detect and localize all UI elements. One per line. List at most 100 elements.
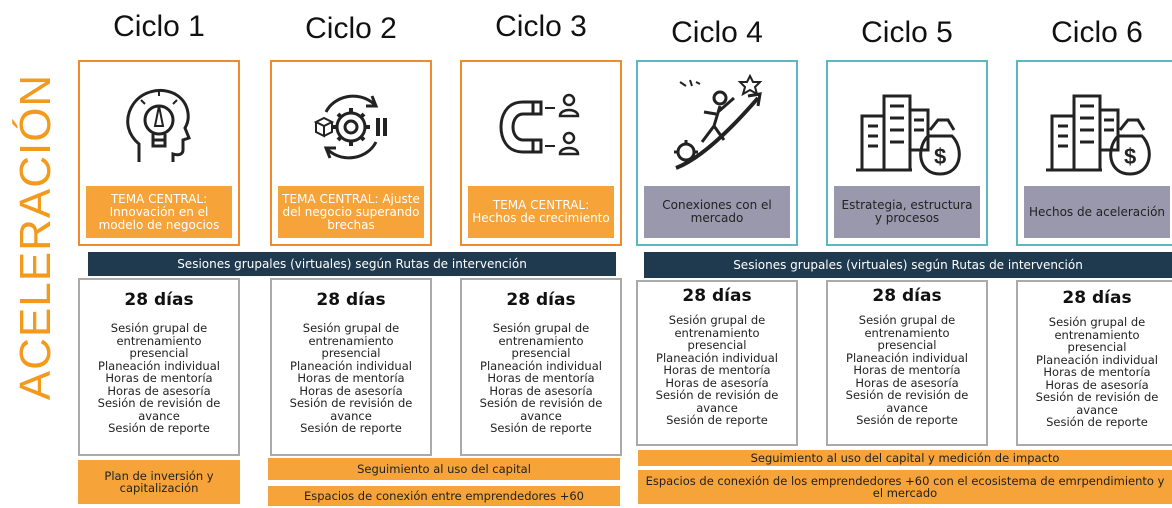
session-line: Sesión de revisión de	[845, 388, 969, 402]
cycle-5-theme: Estrategia, estructura y procesos	[834, 186, 980, 238]
session-line: presencial	[321, 346, 381, 360]
session-line: Sesión de revisión de	[289, 396, 413, 410]
cycle-1-info: 28 días Sesión grupal de entrenamiento p…	[78, 278, 240, 456]
session-line: presencial	[511, 346, 571, 360]
cycle-5-info: 28 días Sesión grupal de entrenamiento p…	[826, 280, 988, 446]
session-line: avance	[1076, 402, 1118, 417]
session-line: Planeación individual	[1036, 352, 1158, 367]
seguimiento-box-right: Seguimiento al uso del capital y medició…	[638, 450, 1172, 466]
cycle-6-theme: Hechos de aceleración	[1024, 186, 1170, 238]
session-line: presencial	[877, 338, 937, 352]
session-line: Planeación individual	[98, 358, 220, 373]
session-line: Sesión de reporte	[300, 421, 402, 435]
session-line: Horas de asesoría	[489, 383, 593, 398]
cycle-2-info: 28 días Sesión grupal de entrenamiento p…	[270, 278, 432, 456]
session-line: Sesión de revisión de	[655, 388, 779, 402]
cycle-5-days: 28 días	[872, 286, 942, 306]
session-line: Sesión de revisión de	[1035, 390, 1159, 404]
svg-text:$: $	[934, 144, 946, 169]
cycle-4-days: 28 días	[682, 286, 752, 306]
session-line: Horas de mentoría	[487, 371, 595, 385]
session-line: entrenamiento	[674, 325, 760, 340]
espacios-box-right: Espacios de conexión de los emprendedore…	[638, 470, 1172, 504]
session-line: Horas de asesoría	[299, 383, 403, 398]
session-line: Sesión grupal de	[1048, 315, 1146, 329]
buildings-moneybag-icon: $	[1046, 94, 1151, 176]
cycle-6-info: 28 días Sesión grupal de entrenamiento p…	[1016, 280, 1172, 446]
cycle-1-days: 28 días	[124, 290, 194, 310]
gear-cycle-icon	[313, 94, 387, 160]
session-line: Sesión grupal de	[492, 321, 590, 335]
cycle-3-title: Ciclo 3	[495, 10, 587, 43]
cycle-1-theme: TEMA CENTRAL: Innovación en el modelo de…	[86, 186, 232, 238]
session-line: Horas de mentoría	[853, 363, 961, 377]
session-line: avance	[696, 400, 738, 415]
session-line: Sesión de reporte	[1046, 415, 1148, 429]
session-line: avance	[330, 408, 372, 423]
cycle-2-title: Ciclo 2	[305, 12, 397, 45]
session-line: entrenamiento	[864, 325, 950, 340]
svg-text:$: $	[1124, 144, 1136, 169]
session-line: Sesión grupal de	[302, 321, 400, 335]
virtual-sessions-bar-right: Sesiones grupales (virtuales) según Ruta…	[644, 252, 1172, 278]
cycle-4-theme: Conexiones con el mercado	[644, 186, 790, 238]
cycle-3-info: 28 días Sesión grupal de entrenamiento p…	[460, 278, 622, 456]
session-line: Horas de mentoría	[663, 363, 771, 377]
cycle-3-theme: TEMA CENTRAL: Hechos de crecimiento	[468, 186, 614, 238]
session-line: Horas de asesoría	[1045, 377, 1149, 392]
session-line: Horas de mentoría	[105, 371, 213, 385]
session-line: entrenamiento	[498, 333, 584, 348]
cycle-2-card: TEMA CENTRAL: Ajuste del negocio superan…	[270, 60, 432, 246]
session-line: presencial	[129, 346, 189, 360]
side-title: ACELERACIÓN	[11, 73, 61, 401]
cycle-5-card: $ Estrategia, estructura y procesos	[826, 60, 988, 246]
cycle-2-days: 28 días	[316, 290, 386, 310]
session-line: avance	[138, 408, 180, 423]
cycle-4-title: Ciclo 4	[671, 16, 763, 49]
session-line: Sesión de reporte	[856, 413, 958, 427]
session-line: Horas de mentoría	[1043, 365, 1151, 379]
session-line: avance	[886, 400, 928, 415]
session-line: entrenamiento	[116, 333, 202, 348]
session-line: Sesión de revisión de	[479, 396, 603, 410]
cycle-4-info: 28 días Sesión grupal de entrenamiento p…	[636, 280, 798, 446]
buildings-moneybag-icon: $	[856, 94, 961, 176]
seguimiento-box-left: Seguimiento al uso del capital	[268, 458, 620, 480]
session-line: Horas de asesoría	[855, 375, 959, 390]
session-line: Sesión grupal de	[110, 321, 208, 335]
session-line: Planeación individual	[846, 350, 968, 365]
session-line: presencial	[1067, 340, 1127, 354]
cycle-3-days: 28 días	[506, 290, 576, 310]
cycle-6-days: 28 días	[1062, 288, 1132, 308]
session-line: Planeación individual	[656, 350, 778, 365]
session-line: Sesión de reporte	[108, 421, 210, 435]
climber-arrow-icon	[674, 73, 763, 170]
cycle-4-card: Conexiones con el mercado	[636, 60, 798, 246]
virtual-sessions-bar-left: Sesiones grupales (virtuales) según Ruta…	[88, 252, 616, 276]
lightbulb-head-icon	[126, 89, 191, 162]
session-line: Sesión grupal de	[668, 313, 766, 327]
session-line: Sesión grupal de	[858, 313, 956, 327]
session-line: Horas de mentoría	[297, 371, 405, 385]
magnet-people-icon	[499, 93, 580, 156]
cycle-6-card: $ Hechos de aceleración	[1016, 60, 1172, 246]
session-line: presencial	[687, 338, 747, 352]
cycle-3-card: TEMA CENTRAL: Hechos de crecimiento	[460, 60, 622, 246]
plan-inversion-box: Plan de inversión y capitalización	[78, 460, 240, 504]
session-line: Planeación individual	[290, 358, 412, 373]
session-line: avance	[520, 408, 562, 423]
session-line: Horas de asesoría	[107, 383, 211, 398]
cycle-1-card: TEMA CENTRAL: Innovación en el modelo de…	[78, 60, 240, 246]
session-line: Sesión de reporte	[490, 421, 592, 435]
session-line: entrenamiento	[308, 333, 394, 348]
session-line: Horas de asesoría	[665, 375, 769, 390]
cycle-6-title: Ciclo 6	[1051, 16, 1143, 49]
session-line: Sesión de reporte	[666, 413, 768, 427]
session-line: Planeación individual	[480, 358, 602, 373]
cycle-1-title: Ciclo 1	[113, 10, 205, 43]
session-line: Sesión de revisión de	[97, 396, 221, 410]
espacios-box-left: Espacios de conexión entre emprendedores…	[268, 486, 620, 506]
cycle-2-theme: TEMA CENTRAL: Ajuste del negocio superan…	[278, 186, 424, 238]
cycle-5-title: Ciclo 5	[861, 16, 953, 49]
session-line: entrenamiento	[1054, 327, 1140, 342]
